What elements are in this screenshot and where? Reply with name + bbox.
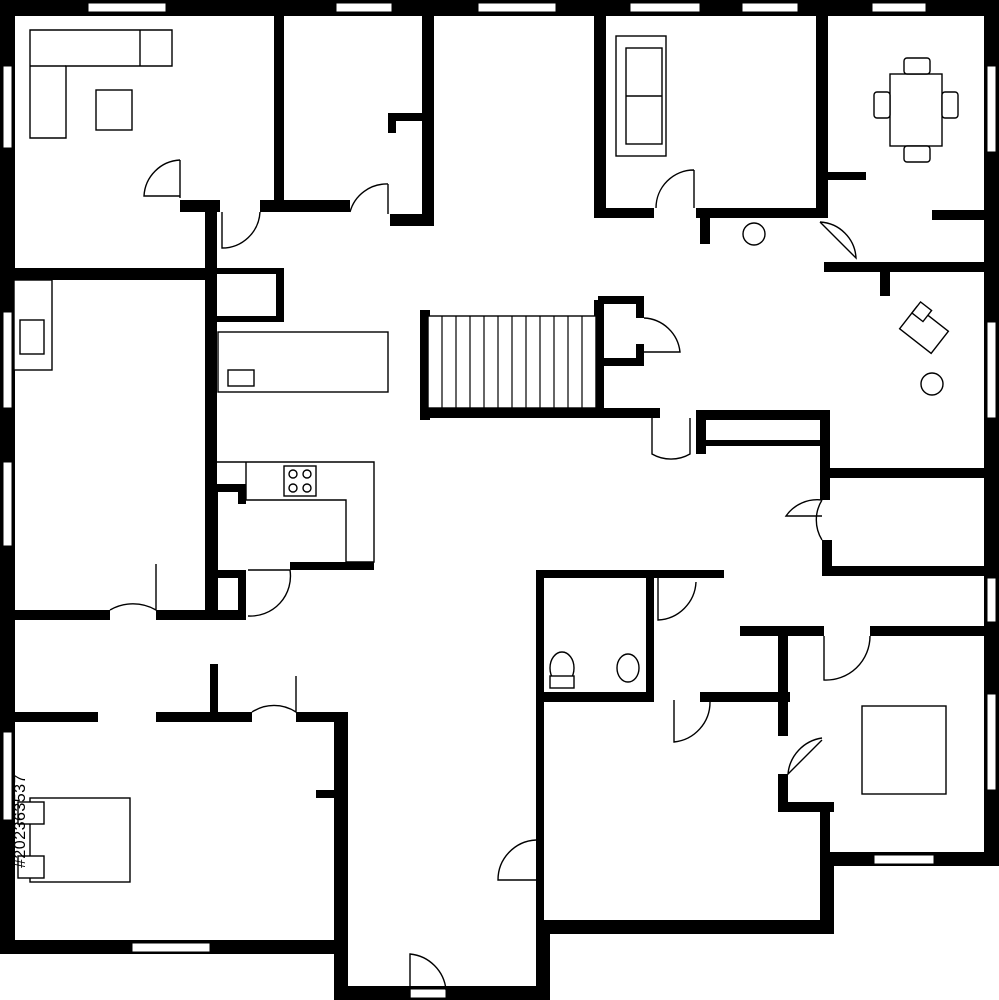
sink xyxy=(616,653,640,683)
kitchen-island xyxy=(217,331,389,393)
stock-id-label: #202363537 xyxy=(6,500,36,900)
stock-id-text: #202363537 xyxy=(12,774,29,868)
interior-walls xyxy=(14,14,988,920)
staircase xyxy=(427,315,597,409)
armchair xyxy=(898,300,950,355)
bed xyxy=(861,705,947,795)
kitchen-counter xyxy=(214,461,375,563)
doors xyxy=(109,159,871,1000)
dining-table xyxy=(873,57,959,163)
bed xyxy=(17,797,131,883)
round-table xyxy=(920,372,944,396)
sectional-sofa xyxy=(29,29,173,139)
cabinet xyxy=(13,279,53,371)
round-table xyxy=(742,222,766,246)
sofa xyxy=(615,35,667,157)
toilet xyxy=(549,651,575,689)
